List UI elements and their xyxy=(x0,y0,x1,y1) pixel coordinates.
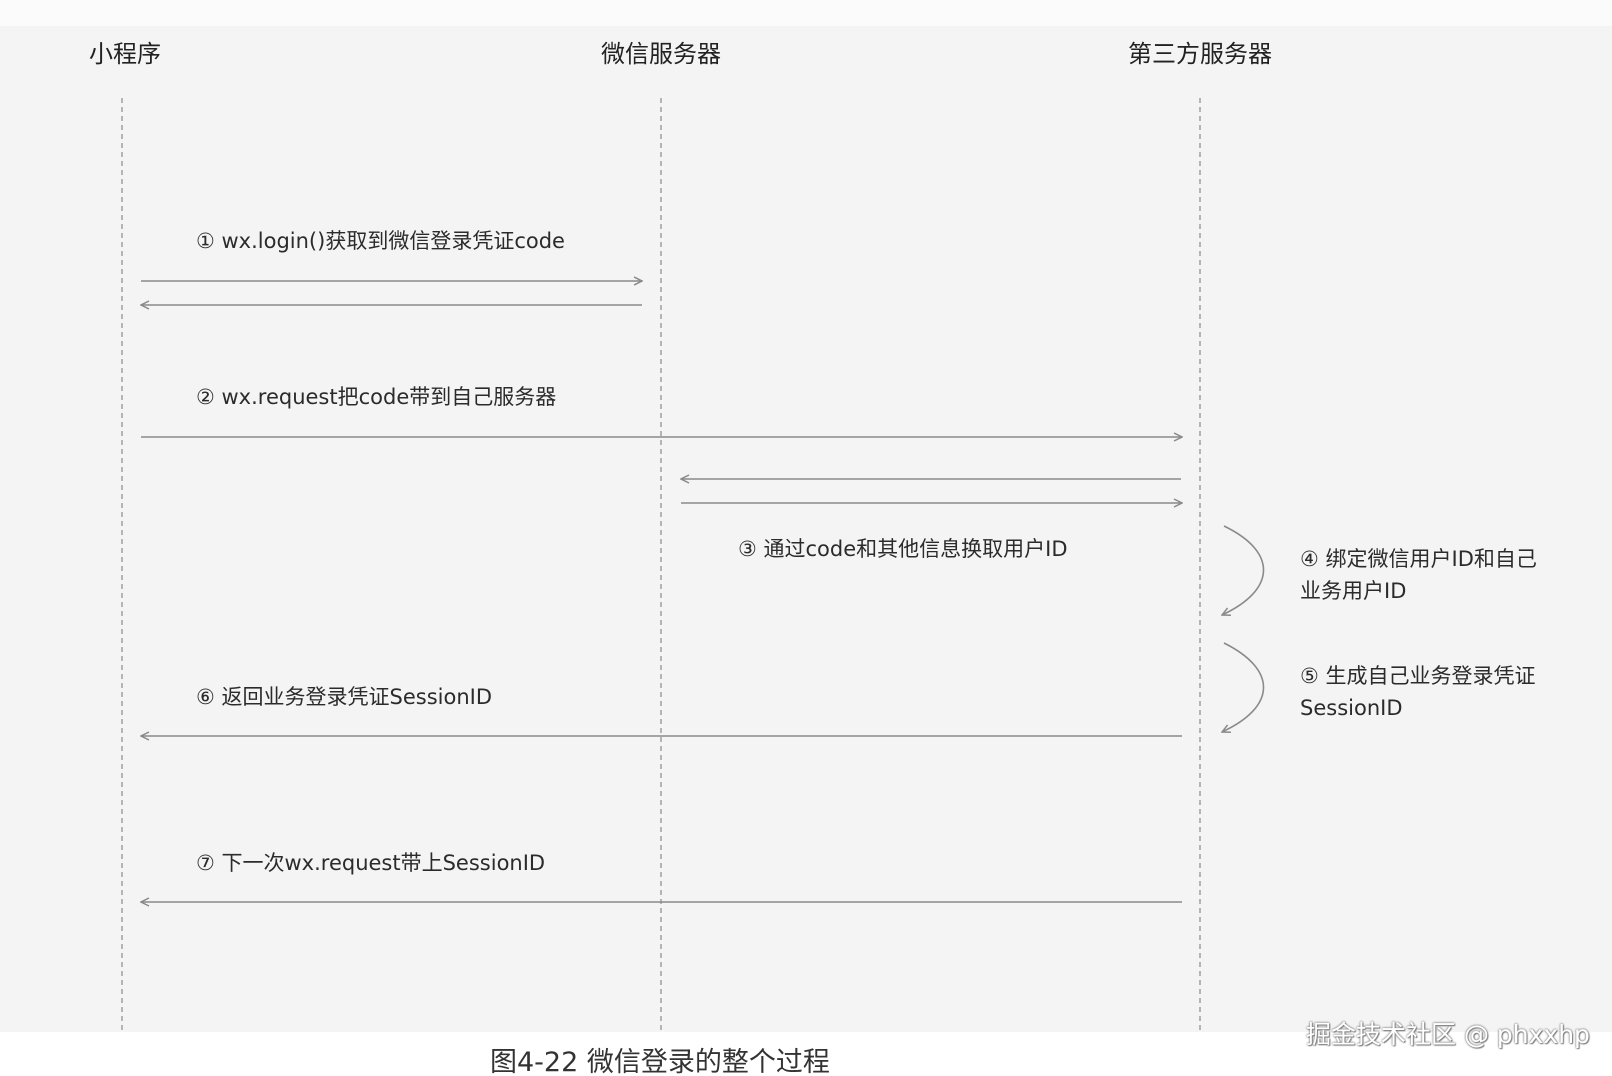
note-step4-line1: ④ 绑定微信用户ID和自己 xyxy=(1300,547,1537,571)
note-step5: ⑤ 生成自己业务登录凭证 SessionID xyxy=(1300,660,1580,724)
diagram-panel xyxy=(0,26,1612,1032)
label-step3: ③ 通过code和其他信息换取用户ID xyxy=(738,537,1068,561)
self-arrow-step4 xyxy=(1222,525,1265,615)
lane-title-third-party-server: 第三方服务器 xyxy=(1128,40,1272,68)
label-step6: ⑥ 返回业务登录凭证SessionID xyxy=(196,685,492,709)
lane-title-wechat-server: 微信服务器 xyxy=(601,40,721,68)
figure-caption: 图4-22 微信登录的整个过程 xyxy=(490,1047,830,1076)
top-strip xyxy=(0,0,1612,26)
lane-title-miniprogram: 小程序 xyxy=(89,40,161,68)
watermark: 掘金技术社区 @ phxxhp xyxy=(1306,1020,1590,1049)
note-step5-line1: ⑤ 生成自己业务登录凭证 xyxy=(1300,664,1536,688)
label-step1: ① wx.login()获取到微信登录凭证code xyxy=(196,229,565,253)
label-step2: ② wx.request把code带到自己服务器 xyxy=(196,385,557,409)
self-arrow-step5 xyxy=(1222,642,1265,732)
note-step4: ④ 绑定微信用户ID和自己 业务用户ID xyxy=(1300,543,1580,607)
note-step4-line2: 业务用户ID xyxy=(1300,579,1407,603)
note-step5-line2: SessionID xyxy=(1300,696,1403,720)
label-step7: ⑦ 下一次wx.request带上SessionID xyxy=(196,851,546,875)
